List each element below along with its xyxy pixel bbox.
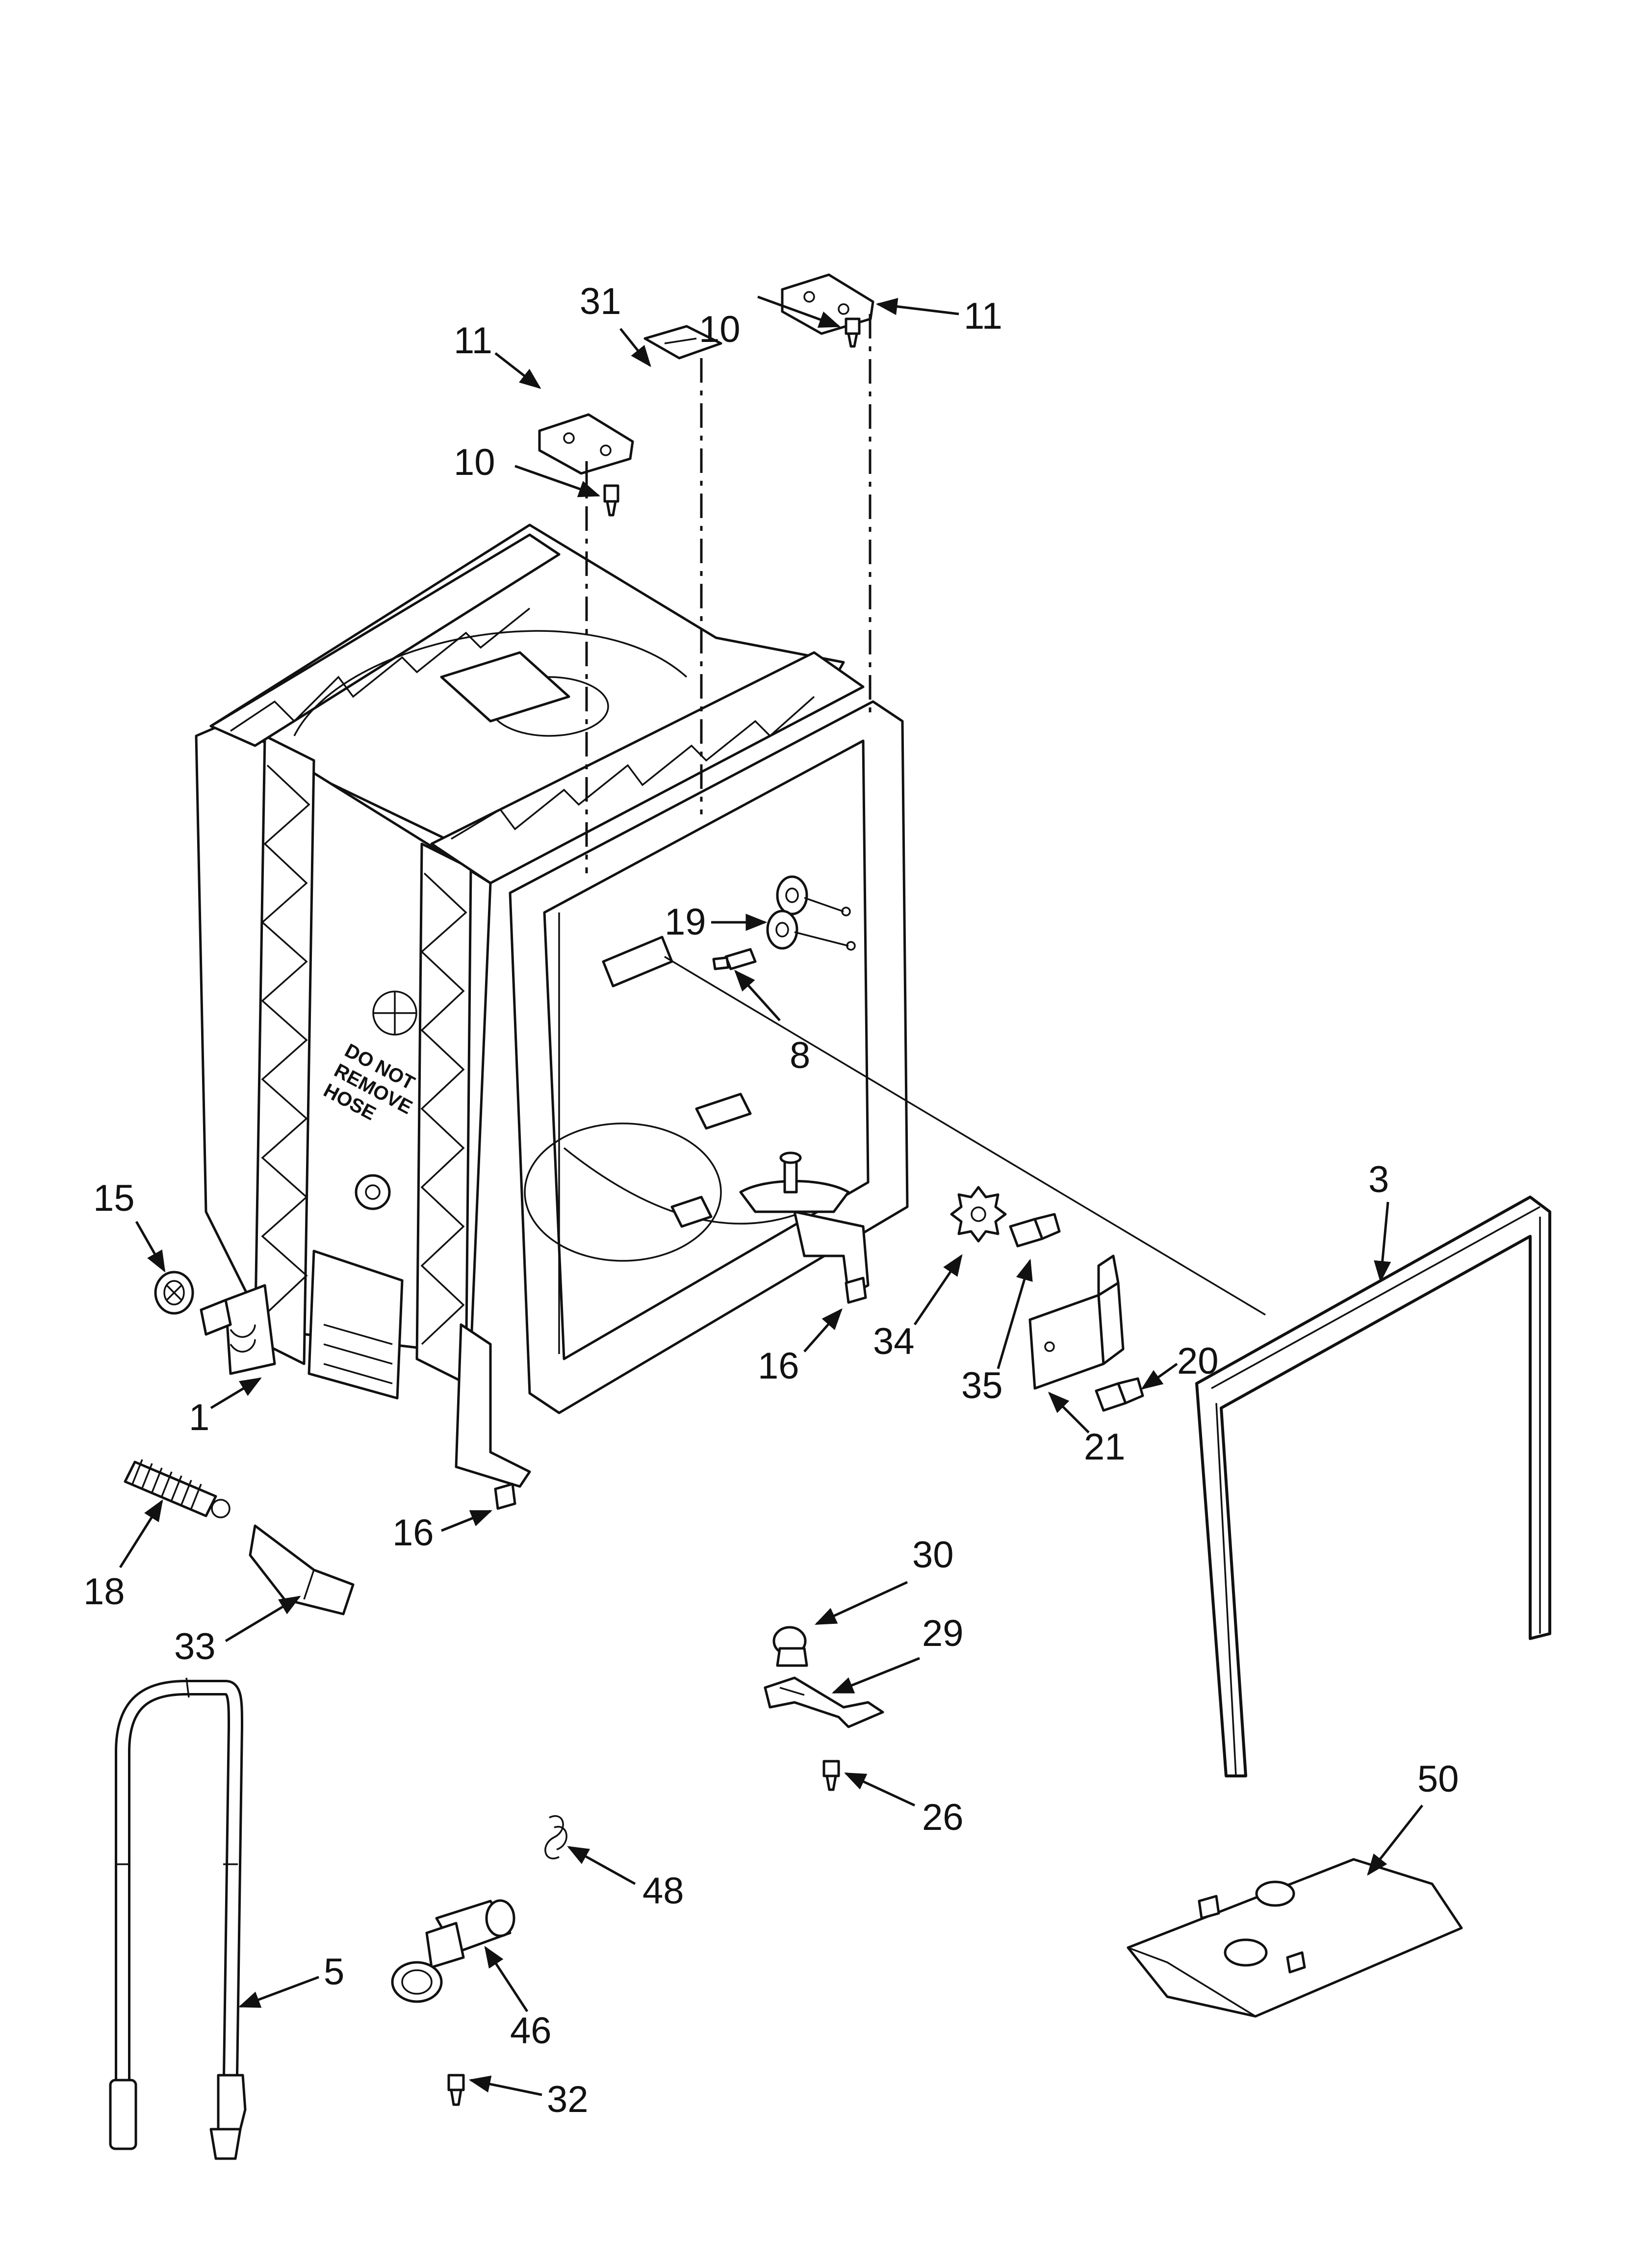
callout-10-left: 10 <box>454 442 495 483</box>
switch-knob-30 <box>772 1626 808 1667</box>
screw-32 <box>447 2074 465 2106</box>
callout-labels: 31 10 11 11 10 19 8 3 15 34 16 35 20 21 … <box>83 281 1459 2120</box>
leveling-leg-16-lower <box>494 1483 516 1510</box>
callout-50: 50 <box>1417 1758 1459 1800</box>
callout-31: 31 <box>580 281 621 322</box>
parts-bag <box>1127 1858 1463 2018</box>
callout-16-upper: 16 <box>758 1345 799 1387</box>
hex-bolt-20 <box>1095 1377 1144 1412</box>
hinge-plate-left <box>538 413 634 475</box>
callout-32: 32 <box>547 2079 589 2120</box>
foam-pad <box>249 1524 355 1616</box>
drain-grommet <box>154 1271 194 1315</box>
screw-left <box>603 484 619 517</box>
leader-line-8-to-gasket <box>664 956 1266 1316</box>
leader-arrows <box>119 295 1423 2096</box>
callout-46: 46 <box>510 2010 552 2052</box>
callout-8: 8 <box>790 1035 810 1076</box>
callout-35: 35 <box>961 1365 1003 1407</box>
callout-34: 34 <box>873 1321 915 1362</box>
callout-18: 18 <box>83 1571 125 1613</box>
callout-16-lower: 16 <box>392 1512 434 1554</box>
door-spring <box>124 1459 231 1518</box>
callout-10-upper: 10 <box>699 309 741 350</box>
callout-15: 15 <box>93 1177 135 1219</box>
strike-plate <box>643 325 722 360</box>
callout-30: 30 <box>912 1534 954 1576</box>
callout-5: 5 <box>324 1951 344 1993</box>
callout-33: 33 <box>174 1626 216 1668</box>
callout-48: 48 <box>642 1870 684 1912</box>
screw-26 <box>822 1760 840 1791</box>
mounting-bracket-21 <box>1028 1254 1125 1390</box>
spring-clip <box>544 1815 567 1859</box>
screw-right <box>845 317 861 348</box>
hex-bolt-35 <box>1009 1213 1061 1248</box>
leveling-leg-16-upper <box>845 1277 867 1304</box>
callout-26: 26 <box>922 1797 964 1838</box>
star-washer <box>950 1186 1007 1243</box>
callout-3: 3 <box>1368 1159 1389 1200</box>
callout-20: 20 <box>1177 1340 1219 1382</box>
pulley-assembly <box>712 875 856 970</box>
callout-11-left: 11 <box>454 320 492 362</box>
drain-adapter <box>391 1899 515 2003</box>
callout-11-right: 11 <box>964 295 1002 337</box>
tub-assembly: DO NOT REMOVE HOSE <box>195 523 909 1488</box>
callout-1: 1 <box>189 1397 209 1438</box>
callout-19: 19 <box>665 901 706 943</box>
switch-bracket-29 <box>764 1676 884 1728</box>
door-gasket <box>1195 1196 1551 1777</box>
callout-21: 21 <box>1084 1426 1126 1468</box>
drain-hose <box>109 1677 247 2160</box>
callout-29: 29 <box>922 1613 964 1654</box>
